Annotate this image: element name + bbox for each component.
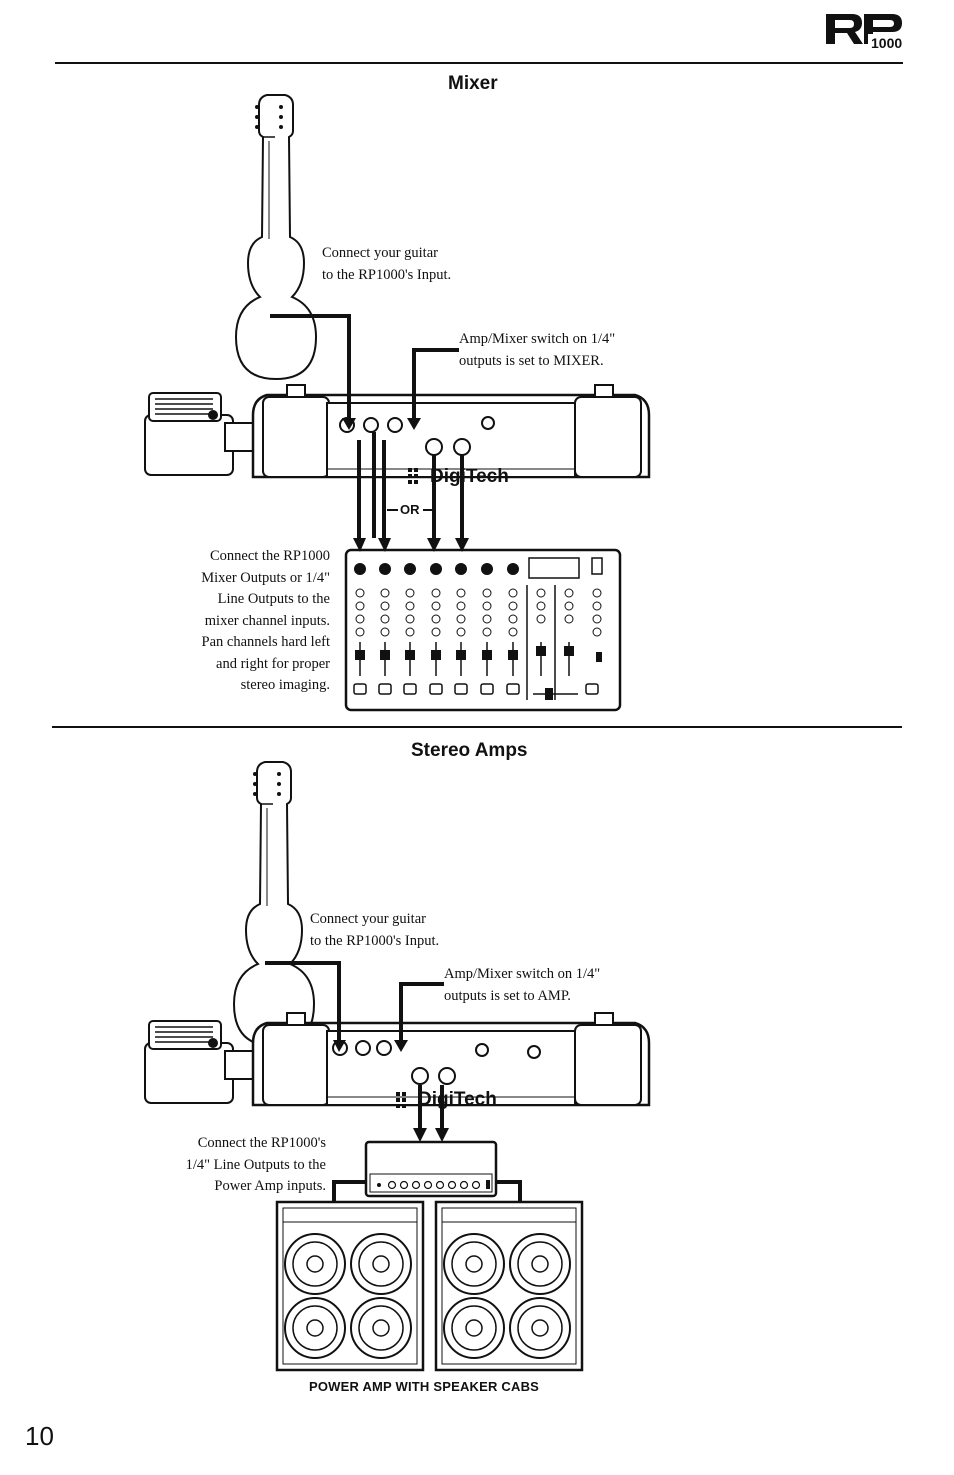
mixer-section-title: Mixer <box>448 73 498 94</box>
svg-text:1000: 1000 <box>871 35 902 51</box>
power-amp <box>364 1140 498 1198</box>
power-amp-speaker-cabs-label: POWER AMP WITH SPEAKER CABS <box>309 1379 540 1394</box>
amps-switch-caption: Amp/Mixer switch on 1/4" outputs is set … <box>444 966 601 1004</box>
or-label: OR <box>400 502 420 517</box>
page-number: 10 <box>25 1421 54 1451</box>
middle-rule <box>52 726 902 728</box>
amps-guitar-caption: Connect your guitar to the RP1000's Inpu… <box>310 911 440 949</box>
top-rule <box>55 62 903 64</box>
speaker-cab-left <box>275 1200 425 1372</box>
speaker-cab-right <box>434 1200 584 1372</box>
mixer-connect-caption: Connect the RP1000 Mixer Outputs or 1/4"… <box>201 548 330 693</box>
mixer-guitar-caption: Connect your guitar to the RP1000's Inpu… <box>322 245 452 283</box>
rp1000-unit-2 <box>143 1011 651 1107</box>
rp1000-logo: 1000 <box>826 14 906 51</box>
mixer-console <box>344 548 622 712</box>
brand-label-1: DigiTech <box>430 466 509 487</box>
guitar-2 <box>233 761 315 1047</box>
mixer-switch-caption: Amp/Mixer switch on 1/4" outputs is set … <box>459 331 616 369</box>
brand-label-2: DigiTech <box>418 1089 497 1110</box>
power-amp-caption: Connect the RP1000's 1/4" Line Outputs t… <box>185 1135 326 1194</box>
guitar-1 <box>235 94 317 380</box>
stereo-amps-section-title: Stereo Amps <box>411 740 528 761</box>
